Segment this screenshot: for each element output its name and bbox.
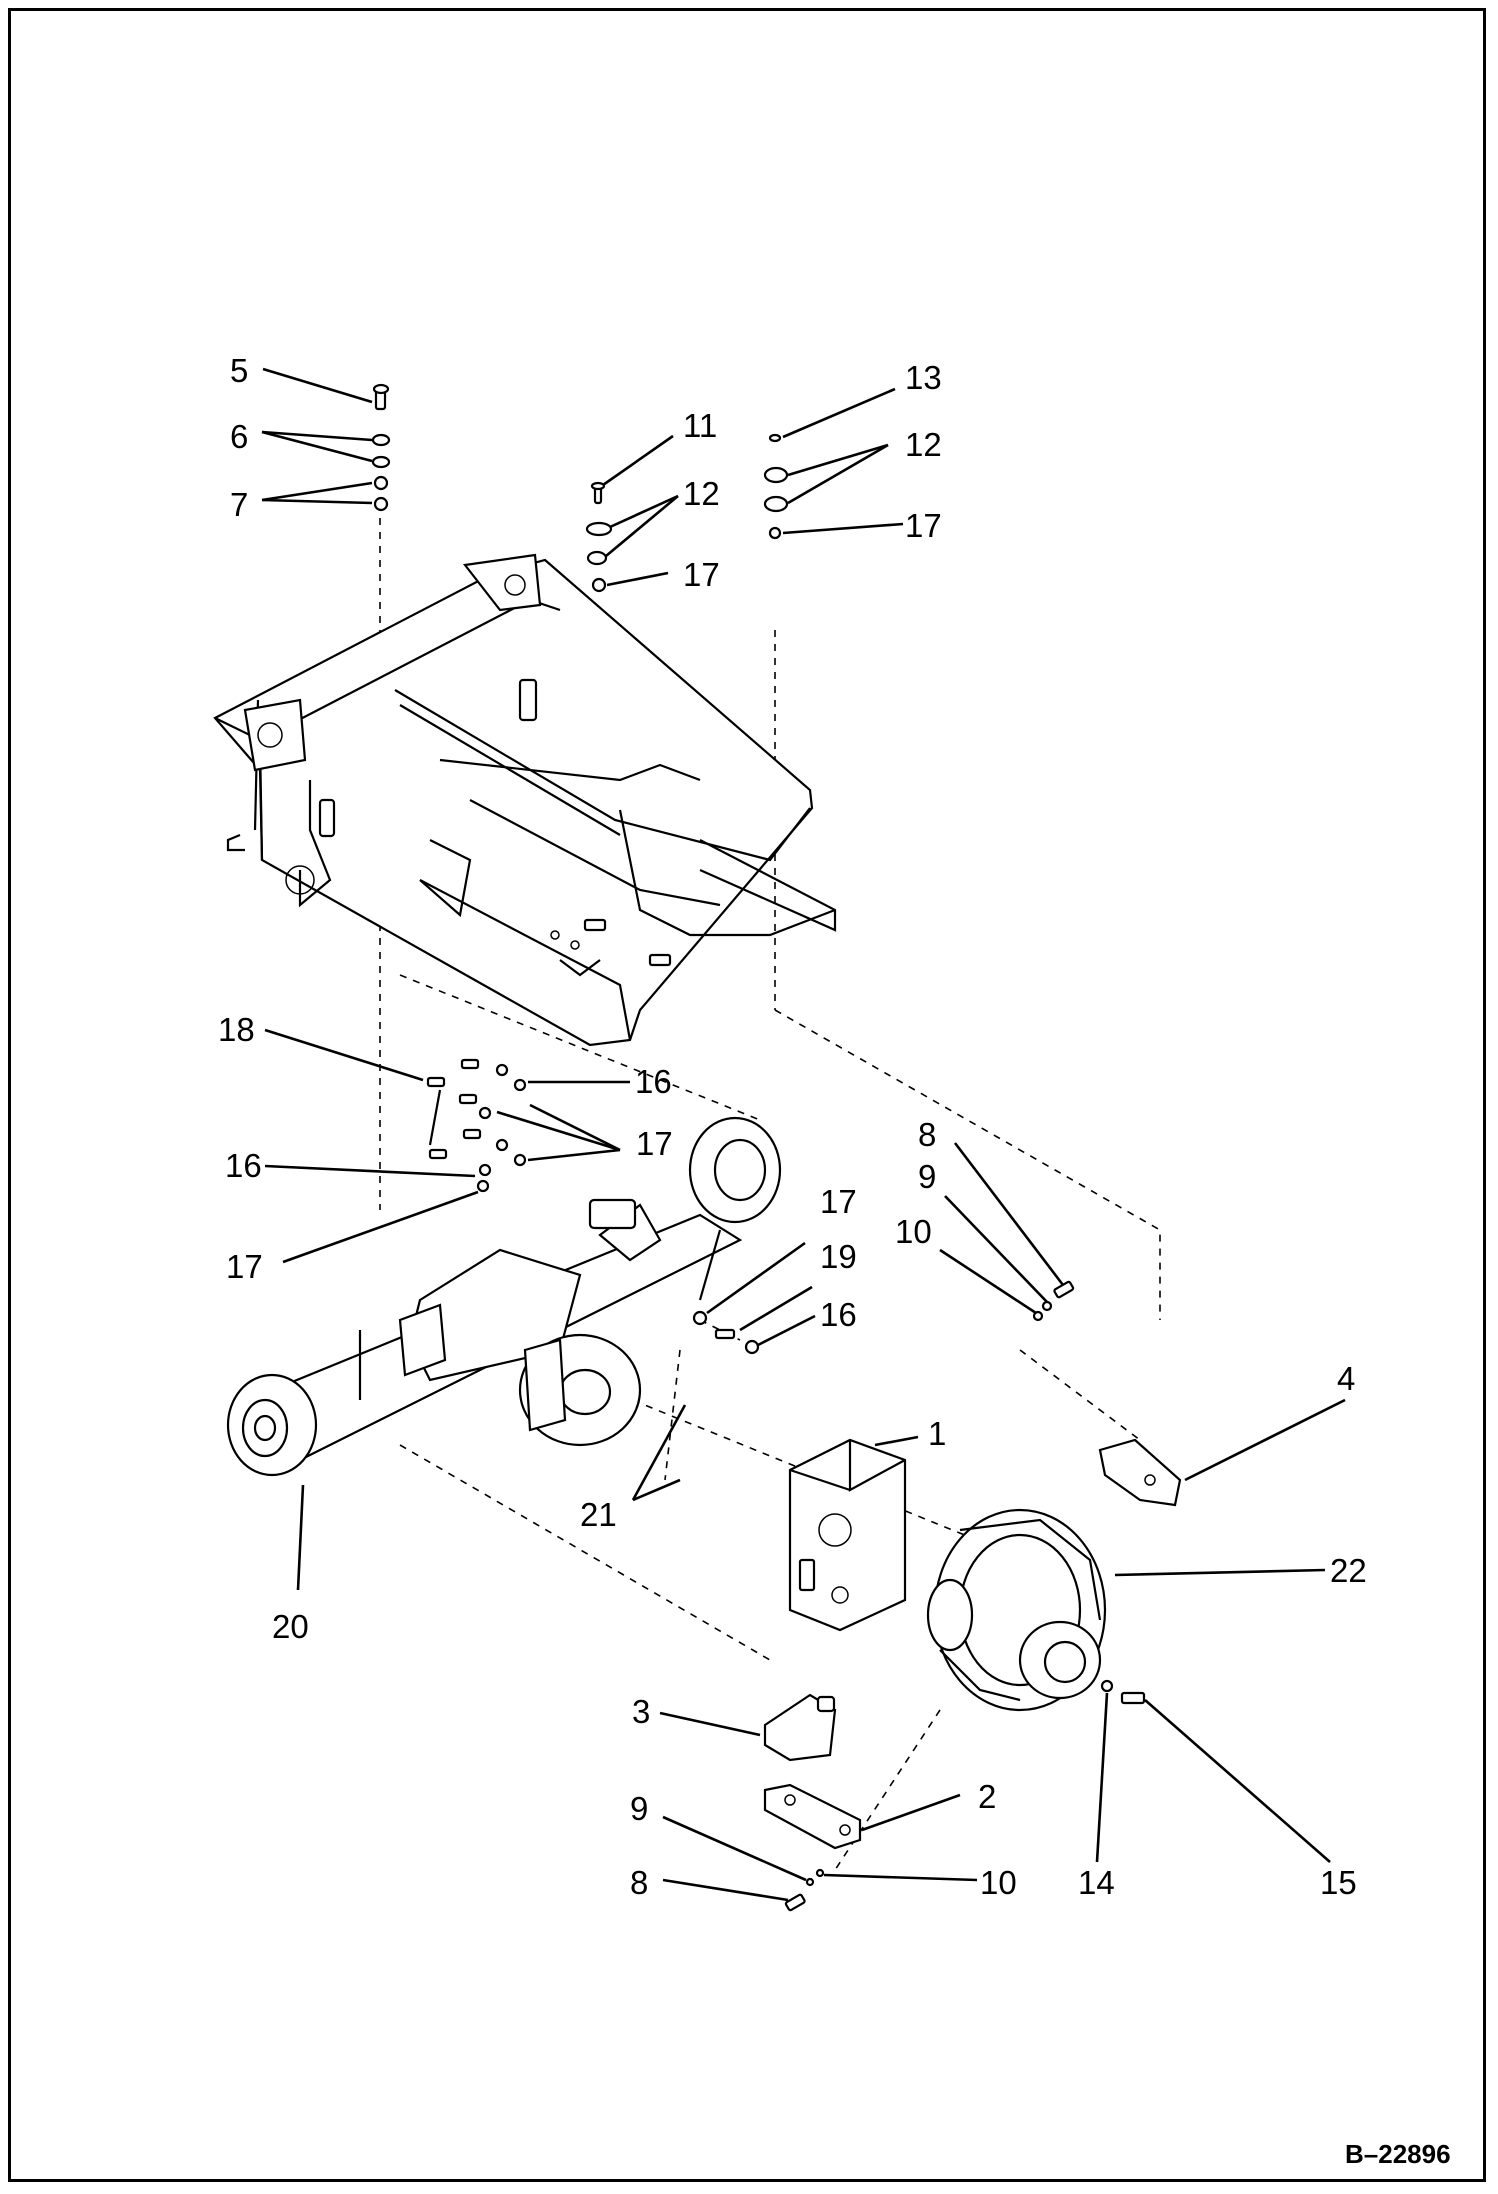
callout-2: 2 [978, 1778, 996, 1815]
callout-7: 7 [230, 486, 248, 523]
callout-21: 21 [580, 1496, 617, 1533]
callout-labels: 5 6 7 11 12 17 13 12 17 18 16 17 16 17 1… [218, 352, 1367, 1901]
callout-11: 11 [683, 407, 717, 444]
callout-4: 4 [1337, 1360, 1355, 1397]
middle-hardware [692, 1310, 760, 1355]
document-id: B–22896 [1345, 2139, 1451, 2169]
callout-13: 13 [905, 359, 942, 396]
callout-12-right: 12 [905, 426, 942, 463]
bracket-3 [763, 1693, 837, 1762]
callout-22: 22 [1330, 1552, 1367, 1589]
hardware-lower [784, 1868, 825, 1912]
callout-9-lower: 9 [630, 1790, 648, 1827]
callout-14: 14 [1078, 1864, 1115, 1901]
callout-17-right: 17 [905, 507, 942, 544]
callout-17-center: 17 [683, 556, 720, 593]
drawing-border [8, 8, 1486, 2182]
callout-8-upper: 8 [918, 1116, 936, 1153]
gear-housing [788, 1438, 907, 1632]
callout-16-upper: 16 [635, 1063, 672, 1100]
callout-6: 6 [230, 418, 248, 455]
callout-17-cluster: 17 [636, 1125, 673, 1162]
callout-10-lower: 10 [980, 1864, 1017, 1901]
bolt-stack-center [585, 481, 613, 593]
bolt-stack-right [763, 433, 789, 540]
hardware-upper-right [1032, 1280, 1075, 1322]
callout-3: 3 [632, 1693, 650, 1730]
callout-8-lower: 8 [630, 1864, 648, 1901]
callout-16-mid: 16 [820, 1296, 857, 1333]
callout-20: 20 [272, 1608, 309, 1645]
leader-lines [261, 367, 1346, 1902]
callout-18: 18 [218, 1011, 255, 1048]
hardware-14-15 [1100, 1679, 1146, 1705]
link-2 [763, 1783, 862, 1850]
callout-5: 5 [230, 352, 248, 389]
callout-12-center: 12 [683, 475, 720, 512]
main-frame [213, 553, 837, 1047]
mount-hardware-cluster [426, 1058, 527, 1193]
callout-9-upper: 9 [918, 1158, 936, 1195]
axle-assembly [226, 1116, 782, 1477]
transmission [926, 1508, 1107, 1712]
bracket-4 [1098, 1438, 1182, 1507]
callout-15: 15 [1320, 1864, 1357, 1901]
callout-17-mid: 17 [820, 1183, 857, 1220]
bolt-stack-left [371, 383, 391, 512]
callout-17-left: 17 [226, 1248, 263, 1285]
callout-1: 1 [928, 1415, 946, 1452]
callout-10-upper: 10 [895, 1213, 932, 1250]
callout-19: 19 [820, 1238, 857, 1275]
callout-16-left: 16 [225, 1147, 262, 1184]
